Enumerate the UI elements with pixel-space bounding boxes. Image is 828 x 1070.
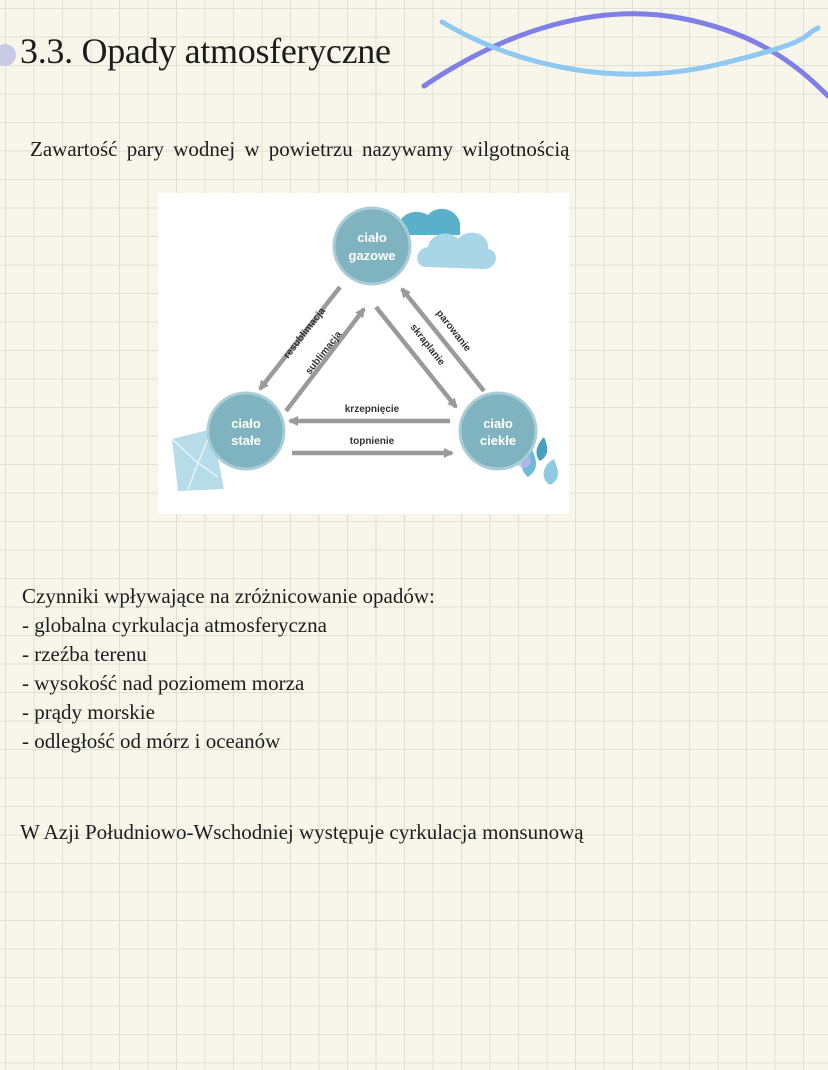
water-states-svg: ciało gazowe ciało stałe ciało ciekłe re… (171, 206, 558, 491)
state-liquid: ciało ciekłe (458, 391, 538, 471)
state-solid: ciało stałe (206, 391, 286, 471)
list-item: - globalna cyrkulacja atmosferyczna (22, 613, 327, 637)
factors-list: - globalna cyrkulacja atmosferyczna - rz… (22, 611, 435, 756)
list-item: - rzeźba terenu (22, 642, 147, 666)
arrow-condensation (374, 305, 458, 409)
state-gas: ciało gazowe (332, 206, 412, 286)
monsoon-note: W Azji Południowo-Wschodniej występuje c… (20, 820, 584, 844)
arrow-evaporation (400, 287, 486, 393)
label-sublimation: sublimacja (304, 329, 345, 377)
page-title: 3.3. Opady atmosferyczne (20, 31, 391, 71)
state-solid-line1: ciało (231, 416, 261, 431)
state-gas-line2: gazowe (349, 248, 396, 263)
title-bullet-dot (0, 44, 16, 66)
wave-purple (421, 11, 828, 99)
decorative-waves (421, 11, 828, 99)
water-states-diagram: ciało gazowe ciało stałe ciało ciekłe re… (158, 193, 569, 514)
arrow-sublimation (284, 307, 366, 413)
label-condensation: skraplanie (408, 322, 447, 368)
state-liquid-line1: ciało (483, 416, 513, 431)
label-melting: topnienie (350, 436, 395, 447)
factors-heading: Czynniki wpływające na zróżnicowanie opa… (22, 584, 435, 608)
label-evaporation: parowanie (434, 308, 473, 354)
state-solid-line2: stałe (231, 433, 261, 448)
list-item: - odległość od mórz i oceanów (22, 729, 281, 753)
list-item: - prądy morskie (22, 700, 155, 724)
state-liquid-line2: ciekłe (480, 433, 516, 448)
state-gas-line1: ciało (357, 230, 387, 245)
cloud-icon (397, 208, 496, 269)
intro-text: Zawartość pary wodnej w powietrzu nazywa… (30, 137, 570, 161)
precipitation-factors: Czynniki wpływające na zróżnicowanie opa… (22, 582, 435, 756)
label-freezing: krzepnięcie (345, 404, 400, 415)
list-item: - wysokość nad poziomem morza (22, 671, 305, 695)
wave-blue (439, 19, 821, 77)
arrow-resublimation (258, 285, 342, 391)
